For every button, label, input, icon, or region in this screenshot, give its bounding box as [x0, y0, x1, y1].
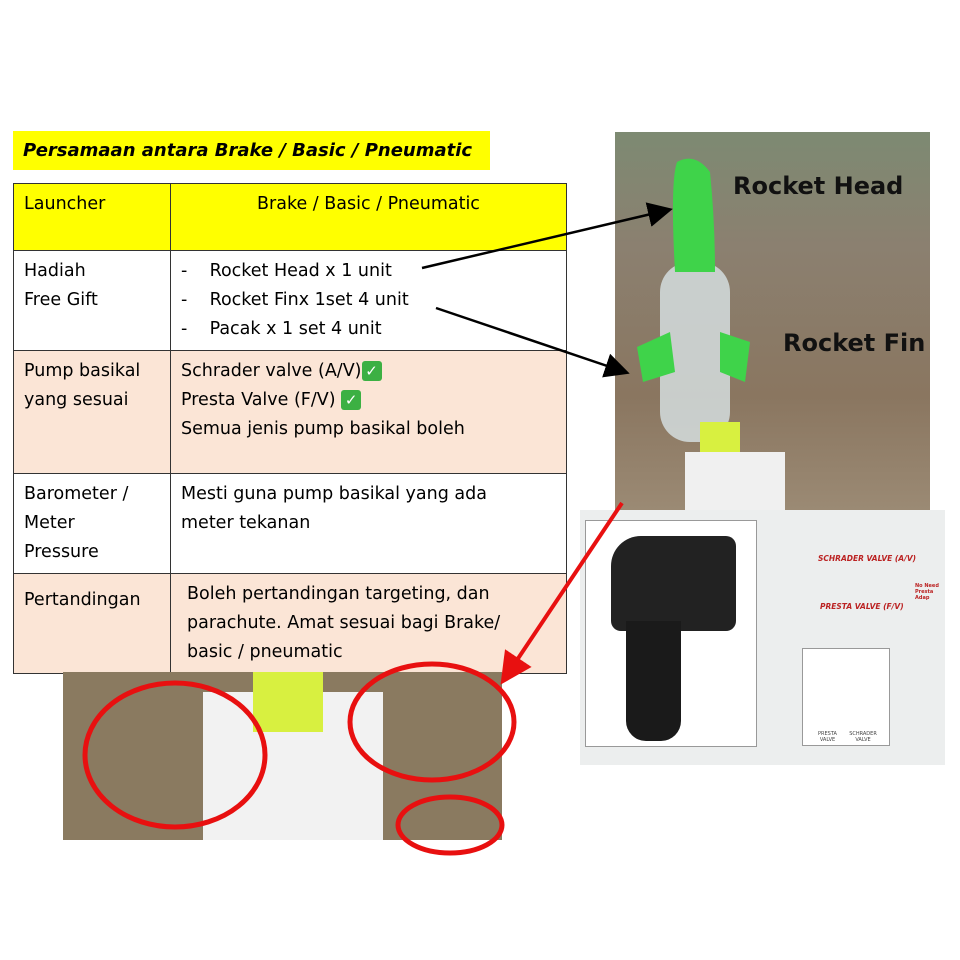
- row-label: Pressure: [24, 542, 99, 562]
- rocket-illustration: [637, 158, 785, 510]
- row-label: Free Gift: [24, 290, 98, 310]
- row-label: Meter: [24, 513, 75, 533]
- pump-head-image: [585, 520, 757, 747]
- row-label: Hadiah: [24, 261, 86, 281]
- table-row: Pertandingan Boleh pertandingan targetin…: [13, 573, 567, 674]
- schrader-valve-caption: SCHRADER VALVE: [849, 731, 877, 743]
- launcher-base-photo: [63, 672, 502, 840]
- cell-line: - Rocket Head x 1 unit: [181, 261, 392, 281]
- rocket-photo: Rocket Head Rocket Fin: [615, 132, 930, 510]
- row-label: Barometer /: [24, 484, 129, 504]
- pump-photo: SCHRADER VALVE (A/V) PRESTA VALVE (F/V) …: [580, 510, 945, 765]
- cell-line: parachute. Amat sesuai bagi Brake/: [187, 613, 501, 633]
- cell-line: Schrader valve (A/V): [181, 361, 362, 381]
- row-label: Pertandingan: [24, 590, 141, 610]
- rocket-head-label: Rocket Head: [733, 172, 904, 200]
- highlight-circle: [395, 794, 505, 856]
- rocket-fin-label: Rocket Fin: [783, 329, 926, 357]
- title-banner: Persamaan antara Brake / Basic / Pneumat…: [13, 131, 490, 170]
- no-adapter-note: No Need Presta Adap: [915, 583, 939, 601]
- comparison-table: Launcher Brake / Basic / Pneumatic Hadia…: [13, 183, 567, 674]
- check-icon: ✓: [361, 361, 382, 381]
- arrow-to-fin: [435, 306, 630, 378]
- row-label: Pump basikal: [24, 361, 141, 381]
- highlight-circle: [82, 680, 268, 830]
- cell-line: Mesti guna pump basikal yang ada: [181, 484, 487, 504]
- highlight-circle: [347, 661, 517, 783]
- schrader-label: SCHRADER VALVE (A/V): [818, 554, 917, 563]
- cell-line: Presta Valve (F/V): [181, 390, 336, 410]
- cell-line: - Pacak x 1 set 4 unit: [181, 319, 382, 339]
- cell-line: - Rocket Finx 1set 4 unit: [181, 290, 409, 310]
- table-header-row: Launcher Brake / Basic / Pneumatic: [13, 183, 567, 251]
- presta-label: PRESTA VALVE (F/V): [820, 602, 904, 611]
- valve-comparison: PRESTA VALVE SCHRADER VALVE: [802, 648, 890, 746]
- table-row: Pump basikal yang sesuai Schrader valve (…: [13, 350, 567, 474]
- cell-line: basic / pneumatic: [187, 642, 343, 662]
- red-arrow: [500, 501, 624, 685]
- check-icon: ✓: [341, 390, 362, 410]
- arrow-to-head: [421, 202, 673, 270]
- cell-line: Boleh pertandingan targeting, dan: [187, 584, 490, 604]
- cell-line: meter tekanan: [181, 513, 311, 533]
- presta-valve-caption: PRESTA VALVE: [818, 731, 837, 743]
- row-label: yang sesuai: [24, 390, 129, 410]
- header-launcher: Launcher: [13, 183, 171, 251]
- cell-line: Semua jenis pump basikal boleh: [181, 419, 465, 439]
